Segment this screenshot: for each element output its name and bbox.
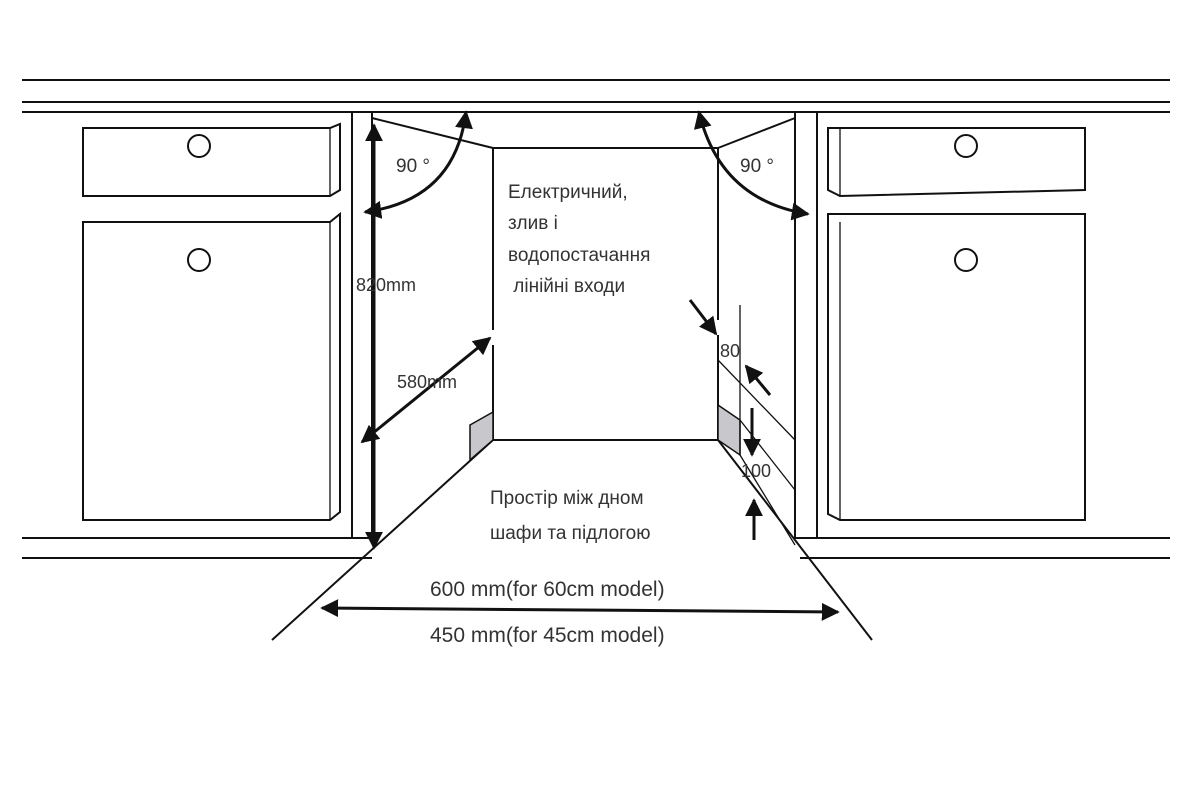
- door-knob-icon: [954, 248, 978, 272]
- angle-right-label: 90 °: [740, 156, 774, 177]
- inlet-height-label: 80: [720, 341, 740, 361]
- right-cabinet: [794, 111, 1086, 539]
- angle-left-label: 90 °: [396, 156, 430, 177]
- floor-gap-line: Простір між дном: [490, 488, 644, 509]
- utilities-line: Електричний,: [508, 182, 628, 203]
- depth-label: 580mm: [397, 372, 457, 392]
- drawer-knob-icon: [954, 134, 978, 158]
- width-60-label: 600 mm(for 60cm model): [430, 578, 665, 601]
- drawer-knob-icon: [187, 134, 211, 158]
- utilities-line: лінійні входи: [508, 276, 625, 297]
- left-plinth: [469, 410, 494, 462]
- width-45-label: 450 mm(for 45cm model): [430, 624, 665, 647]
- floor-gap-line: шафи та підлогою: [490, 523, 650, 544]
- height-label: 820mm: [356, 275, 416, 295]
- dimension-arrows: [320, 110, 840, 621]
- utilities-line: водопостачання: [508, 245, 650, 266]
- left-cabinet: [82, 111, 373, 539]
- door-knob-icon: [187, 248, 211, 272]
- plinth-height-label: 100: [741, 461, 771, 481]
- countertop: [22, 79, 1170, 113]
- floor-gap-note: Простір між дном шафи та підлогою: [490, 488, 650, 544]
- plinth-lines: [22, 537, 1170, 559]
- utilities-line: злив і: [508, 213, 558, 234]
- right-plinth: [717, 403, 741, 457]
- utilities-note: Електричний, злив і водопостачання ліній…: [508, 182, 650, 297]
